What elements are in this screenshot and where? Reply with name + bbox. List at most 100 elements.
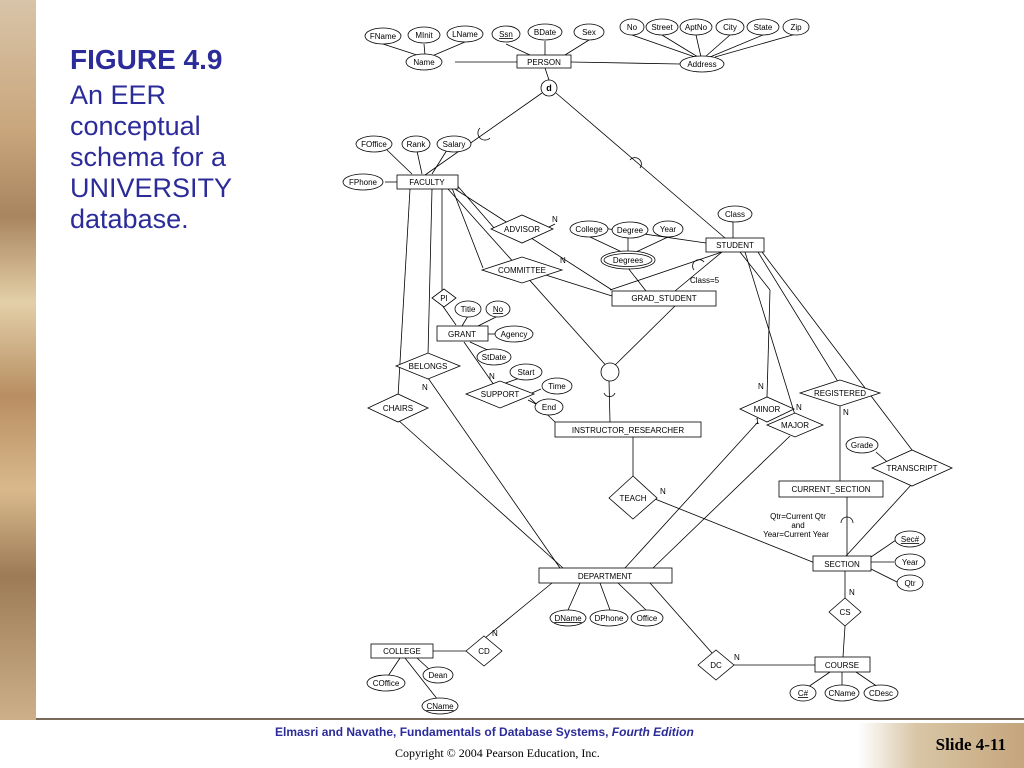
attr-state [746, 18, 780, 36]
svg-text:CHAIRS: CHAIRS [383, 404, 413, 413]
svg-text:Time: Time [548, 382, 566, 391]
svg-text:Title: Title [461, 305, 476, 314]
relationships: ADVISOR COMMITTEE PI BELONGS SUPPORT CHA… [367, 214, 953, 681]
svg-text:SUPPORT: SUPPORT [481, 390, 520, 399]
attr-college [569, 220, 609, 238]
attr-secno [894, 530, 926, 548]
attribute-group-college: Dean COffice CName [366, 666, 459, 715]
figure-caption: An EER conceptual schema for a UNIVERSIT… [70, 80, 233, 234]
attr-name [405, 53, 443, 71]
attr-foffice [355, 135, 393, 153]
connector-lines [382, 33, 913, 701]
rel-teach [608, 475, 658, 520]
svg-text:No: No [493, 305, 504, 314]
svg-text:COffice: COffice [373, 679, 400, 688]
entity-department [538, 567, 673, 584]
svg-text:Office: Office [637, 614, 658, 623]
svg-text:PI: PI [440, 294, 448, 303]
attr-cname-course [824, 684, 860, 702]
rel-cs [828, 597, 862, 627]
svg-text:StDate: StDate [482, 353, 507, 362]
union-circle [600, 362, 620, 382]
svg-text:FName: FName [370, 32, 397, 41]
svg-text:State: State [754, 23, 773, 32]
entity-section [812, 555, 872, 572]
svg-text:DC: DC [710, 661, 722, 670]
attr-cdesc [863, 684, 899, 702]
figure-title-block: FIGURE 4.9 An EER conceptual schema for … [70, 44, 320, 235]
svg-text:GRANT: GRANT [448, 330, 476, 339]
attr-fphone [342, 173, 384, 191]
specialization-circles: d [540, 79, 620, 382]
attr-year [652, 220, 684, 238]
svg-text:Qtr: Qtr [904, 579, 915, 588]
svg-text:CS: CS [839, 608, 850, 617]
attr-title [454, 300, 482, 318]
attr-address [679, 55, 725, 73]
attr-end [534, 398, 564, 416]
label-class5: Class=5 [690, 276, 720, 285]
attr-agency [494, 325, 534, 343]
entity-grad-student [611, 290, 717, 307]
disjoint-circle [540, 79, 558, 97]
svg-text:COMMITTEE: COMMITTEE [498, 266, 546, 275]
attr-dname [549, 609, 587, 627]
attribute-group-course: C# CName CDesc [789, 684, 899, 702]
svg-text:MAJOR: MAJOR [781, 421, 809, 430]
slide-number-box: Slide 4-11 [858, 723, 1024, 768]
attribute-group-faculty: FOffice Rank Salary FPhone [342, 135, 472, 191]
label-cond3: Year=Current Year [763, 530, 829, 539]
svg-text:CName: CName [426, 702, 454, 711]
entity-grant [436, 325, 489, 342]
attribute-group-section: Grade Sec# Year Qtr [845, 436, 926, 592]
figure-label: FIGURE 4.9 [70, 44, 223, 75]
svg-text:City: City [723, 23, 737, 32]
entity-student [705, 237, 765, 253]
attr-rank [401, 135, 431, 153]
svg-text:DPhone: DPhone [595, 614, 624, 623]
subset-arcs [477, 127, 854, 524]
svg-text:N: N [422, 383, 428, 392]
svg-text:Name: Name [413, 58, 435, 67]
svg-text:Sec#: Sec# [901, 535, 920, 544]
svg-text:N: N [796, 403, 802, 412]
svg-text:GRAD_STUDENT: GRAD_STUDENT [631, 294, 696, 303]
attr-sex [573, 23, 605, 41]
entity-course [814, 656, 871, 673]
svg-text:N: N [849, 588, 855, 597]
attr-time [541, 377, 573, 395]
rel-belongs [394, 352, 462, 380]
svg-text:N: N [660, 487, 666, 496]
rel-chairs [367, 393, 429, 423]
svg-text:ADVISOR: ADVISOR [504, 225, 540, 234]
rel-dc [697, 649, 735, 681]
attribute-group-student: Class College Degree Year Degrees [569, 205, 753, 270]
svg-text:CURRENT_SECTION: CURRENT_SECTION [791, 485, 870, 494]
svg-text:Sex: Sex [582, 28, 596, 37]
svg-text:MINOR: MINOR [754, 405, 781, 414]
attr-street [645, 18, 679, 36]
svg-text:Street: Street [651, 23, 673, 32]
attr-city [715, 18, 745, 36]
svg-text:AptNo: AptNo [685, 23, 708, 32]
rel-transcript [871, 449, 953, 487]
attr-aptno [679, 18, 713, 36]
svg-text:College: College [575, 225, 603, 234]
svg-text:FACULTY: FACULTY [409, 178, 445, 187]
label-cond2: and [791, 521, 804, 530]
attr-zip [782, 18, 810, 36]
svg-text:LName: LName [452, 30, 478, 39]
attr-office [630, 609, 664, 627]
attr-grade [845, 436, 879, 454]
attr-dean [422, 666, 454, 684]
rel-minor [739, 396, 795, 423]
footer-divider [36, 718, 1024, 720]
svg-text:End: End [542, 403, 556, 412]
rel-support [464, 380, 536, 409]
eer-diagram: FName MInit LName Ssn BDate Sex Name No … [342, 18, 953, 715]
svg-text:COLLEGE: COLLEGE [383, 647, 421, 656]
entities: PERSON FACULTY STUDENT GRAD_STUDENT GRAN… [370, 54, 884, 673]
entity-faculty [396, 174, 459, 190]
svg-text:No: No [627, 23, 638, 32]
svg-text:DName: DName [554, 614, 582, 623]
